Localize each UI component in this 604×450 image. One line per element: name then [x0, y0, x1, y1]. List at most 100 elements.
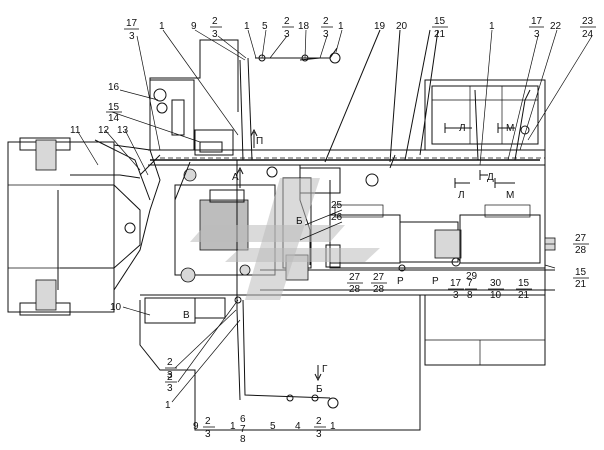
svg-text:15: 15 — [434, 16, 446, 27]
bottom-callouts: 9 2 3 1 6 7 8 5 4 2 3 1 — [193, 414, 336, 445]
svg-text:21: 21 — [434, 29, 446, 40]
svg-text:3: 3 — [212, 29, 218, 40]
callout-m3: 27 28 — [347, 272, 363, 295]
svg-text:28: 28 — [349, 284, 361, 295]
callout-t14: 1 — [489, 21, 495, 32]
callout-t3: 9 — [191, 21, 197, 32]
svg-text:3: 3 — [316, 429, 322, 440]
callout-l6: 10 — [110, 302, 122, 313]
callout-r2: 15 21 — [573, 267, 589, 290]
view-d: Д — [487, 172, 494, 183]
view-v: В — [183, 310, 190, 321]
callout-b10: 1 — [330, 421, 336, 432]
callout-t4: 2 3 — [210, 16, 222, 40]
svg-text:30: 30 — [490, 278, 502, 289]
callout-r1: 27 28 — [573, 233, 589, 256]
svg-text:2: 2 — [167, 357, 173, 368]
view-m-upper: М — [506, 123, 514, 134]
callout-l9: 1 — [165, 400, 171, 411]
fuel-tank-2 — [399, 221, 462, 263]
callout-t5: 1 — [244, 21, 250, 32]
view-p: П — [256, 136, 263, 147]
top-callouts: 17 3 1 9 2 3 1 5 2 3 18 2 3 1 19 20 15 — [124, 16, 596, 42]
view-r-1: Р — [397, 276, 404, 287]
callout-t11: 19 — [374, 21, 386, 32]
callout-t16: 22 — [550, 21, 562, 32]
callout-b9: 2 3 — [314, 416, 326, 440]
connectors — [153, 52, 530, 409]
svg-text:2: 2 — [323, 16, 329, 27]
callout-l7: 2 3 — [165, 357, 177, 381]
svg-text:10: 10 — [490, 290, 502, 301]
svg-text:3: 3 — [167, 383, 173, 394]
callout-t9: 2 3 — [321, 16, 333, 40]
callout-m8: 30 10 — [488, 278, 504, 301]
svg-text:27: 27 — [575, 233, 587, 244]
callout-t2: 1 — [159, 21, 165, 32]
svg-text:7: 7 — [467, 278, 473, 289]
callout-t7: 2 3 — [282, 16, 294, 40]
svg-text:3: 3 — [534, 29, 540, 40]
svg-text:17: 17 — [450, 278, 462, 289]
callout-m9: 15 21 — [516, 278, 532, 301]
callout-l5: 13 — [117, 125, 129, 136]
callout-t1: 17 3 — [124, 18, 139, 42]
svg-text:14: 14 — [108, 113, 120, 124]
watermark-logo — [190, 178, 380, 300]
callout-m5: 29 — [466, 271, 478, 282]
view-l-upper: Л — [459, 123, 466, 134]
callout-b4: 6 — [240, 414, 246, 425]
svg-text:3: 3 — [323, 29, 329, 40]
view-b: Б — [316, 384, 323, 395]
svg-text:2: 2 — [284, 16, 290, 27]
svg-text:23: 23 — [582, 16, 594, 27]
callout-l8: 2 3 — [165, 372, 177, 394]
svg-text:8: 8 — [467, 290, 473, 301]
svg-text:28: 28 — [373, 284, 385, 295]
svg-text:17: 17 — [531, 16, 543, 27]
callout-l1: 16 — [108, 82, 120, 93]
callout-l2: 15 14 — [106, 102, 122, 124]
svg-text:17: 17 — [126, 18, 138, 29]
callout-t12: 20 — [396, 21, 408, 32]
svg-text:21: 21 — [575, 279, 587, 290]
callout-m1: 25 — [331, 200, 343, 211]
battery-box — [459, 204, 556, 264]
leader-lines — [77, 29, 593, 403]
svg-text:3: 3 — [453, 290, 459, 301]
svg-text:27: 27 — [373, 272, 385, 283]
callout-m7: 7 8 — [465, 278, 477, 301]
svg-text:3: 3 — [284, 29, 290, 40]
callout-b8: 4 — [295, 421, 301, 432]
svg-text:3: 3 — [205, 429, 211, 440]
view-a: А — [232, 172, 239, 183]
svg-text:3: 3 — [129, 31, 135, 42]
svg-text:2: 2 — [167, 372, 173, 383]
view-l-lower: Л — [458, 190, 465, 201]
callout-b3: 1 — [230, 421, 236, 432]
callout-l3: 11 — [70, 125, 81, 136]
callout-b2: 2 3 — [203, 416, 215, 440]
callout-l4: 12 — [98, 125, 110, 136]
callout-m6: 17 3 — [448, 278, 464, 301]
callout-t13: 15 21 — [432, 16, 448, 40]
svg-text:3: 3 — [167, 370, 173, 381]
front-bumper — [7, 137, 115, 316]
middle-callouts: 25 26 27 28 27 28 29 17 3 7 8 30 10 — [331, 200, 532, 301]
rear-lower-platform — [424, 295, 546, 366]
svg-text:2: 2 — [212, 16, 218, 27]
svg-text:28: 28 — [575, 245, 587, 256]
callout-b5: 7 — [240, 424, 246, 435]
front-frame — [60, 139, 161, 291]
callout-t6: 5 — [262, 21, 268, 32]
callout-t8: 18 — [298, 21, 310, 32]
left-callouts: 16 15 14 11 12 13 10 2 3 2 3 1 — [70, 82, 177, 411]
svg-text:15: 15 — [518, 278, 530, 289]
view-b-mid: Б — [296, 216, 303, 227]
svg-text:2: 2 — [205, 416, 211, 427]
cab-lower — [139, 295, 421, 431]
svg-text:24: 24 — [582, 29, 594, 40]
view-r-2: Р — [432, 276, 439, 287]
